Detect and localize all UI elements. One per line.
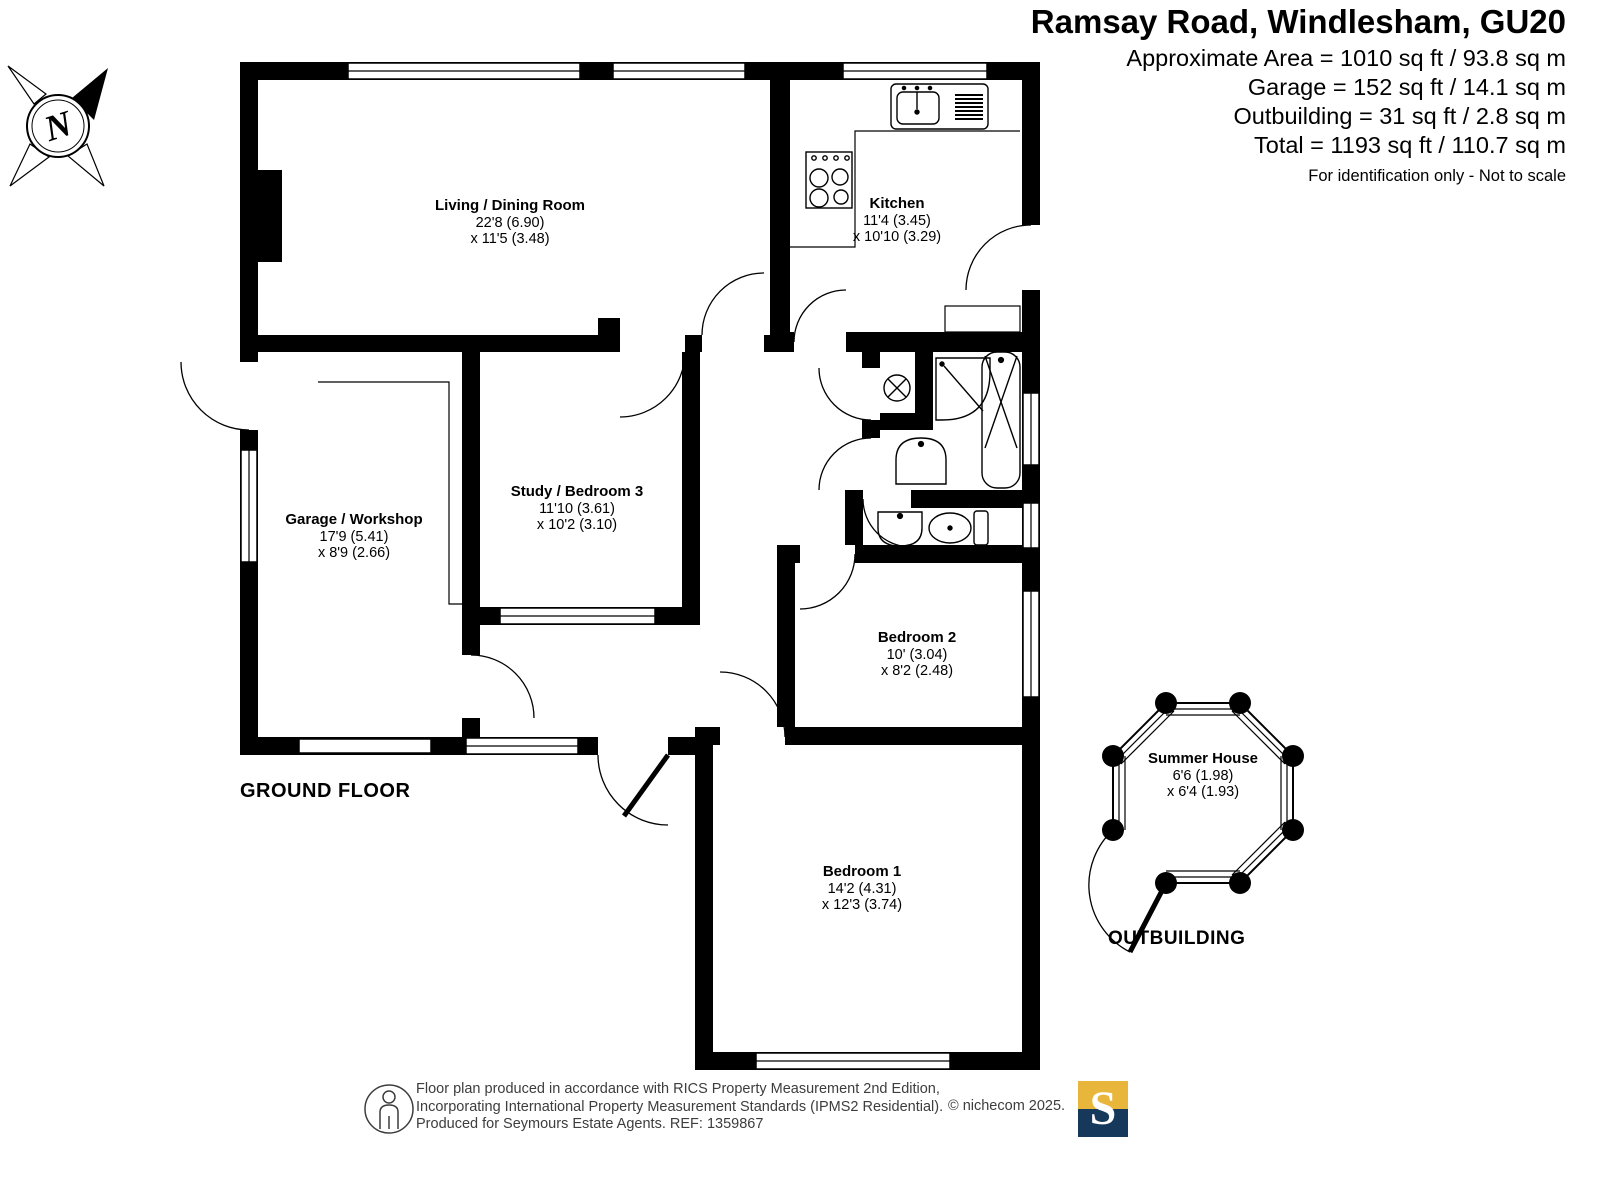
- bathtub-icon: [981, 351, 1021, 489]
- room-label-bedroom1: Bedroom 1 14'2 (4.31) x 12'3 (3.74): [821, 863, 903, 913]
- kitchen-counter: [790, 130, 1020, 248]
- footer-line-1: Floor plan produced in accordance with R…: [416, 1081, 940, 1097]
- compass-icon: N: [7, 65, 108, 187]
- summer-house-door-arc: [1088, 829, 1131, 953]
- property-title: Ramsay Road, Windlesham, GU20: [1030, 3, 1566, 40]
- front-door-leaf: [621, 753, 671, 818]
- room-label-summer-house: Summer House 6'6 (1.98) x 6'4 (1.93): [1147, 750, 1259, 800]
- person-icon: [364, 1084, 414, 1134]
- header: Ramsay Road, Windlesham, GU20 Approximat…: [1031, 0, 1566, 186]
- disclaimer: For identification only - Not to scale: [1308, 167, 1566, 185]
- summer-house: [1088, 692, 1304, 954]
- windows: [240, 62, 1040, 1070]
- logo-letter: S: [1090, 1082, 1117, 1135]
- bathroom-basin-icon: [895, 437, 947, 485]
- outbuilding-label: OUTBUILDING: [1108, 928, 1246, 949]
- room-label-garage-workshop: Garage / Workshop 17'9 (5.41) x 8'9 (2.6…: [285, 511, 423, 561]
- workshop-partition: [318, 381, 462, 605]
- area-line-total: Total = 1193 sq ft / 110.7 sq m: [1254, 132, 1566, 158]
- copyright: © nichecom 2025.: [948, 1098, 1066, 1114]
- door-arcs: [180, 224, 1032, 826]
- stove-icon: [805, 151, 853, 209]
- room-label-bedroom2: Bedroom 2 10' (3.04) x 8'2 (2.48): [877, 629, 957, 679]
- area-line-garage: Garage = 152 sq ft / 14.1 sq m: [1247, 74, 1566, 100]
- footer-note: Floor plan produced in accordance with R…: [416, 1081, 943, 1134]
- room-label-kitchen: Kitchen 11'4 (3.45) x 10'10 (3.29): [852, 195, 942, 245]
- area-line-outbuilding: Outbuilding = 31 sq ft / 2.8 sq m: [1233, 103, 1566, 129]
- toilet-icon: [928, 510, 989, 546]
- footer-line-3: Produced for Seymours Estate Agents. REF…: [416, 1116, 764, 1132]
- wc-basin-icon: [877, 511, 923, 547]
- summer-house-door-leaf: [1127, 881, 1169, 954]
- door-openings: [240, 225, 1040, 755]
- kitchen-sink-icon: [890, 83, 989, 130]
- footer-line-2: Incorporating International Property Mea…: [416, 1098, 944, 1115]
- cupboard-light-icon: [883, 374, 911, 402]
- room-label-study-bedroom3: Study / Bedroom 3 11'10 (3.61) x 10'2 (3…: [510, 483, 644, 533]
- partition-lines: [318, 130, 1021, 605]
- area-line-approximate: Approximate Area = 1010 sq ft / 93.8 sq …: [1126, 45, 1566, 71]
- ground-floor-label: GROUND FLOOR: [240, 780, 411, 802]
- area-summary: Approximate Area = 1010 sq ft / 93.8 sq …: [1031, 44, 1566, 160]
- seymours-logo: S: [1078, 1081, 1128, 1137]
- room-label-living-dining: Living / Dining Room 22'8 (6.90) x 11'5 …: [435, 197, 585, 247]
- summer-house-posts: [1102, 692, 1304, 894]
- kitchen-unit: [944, 305, 1021, 333]
- garage-door: [298, 738, 432, 754]
